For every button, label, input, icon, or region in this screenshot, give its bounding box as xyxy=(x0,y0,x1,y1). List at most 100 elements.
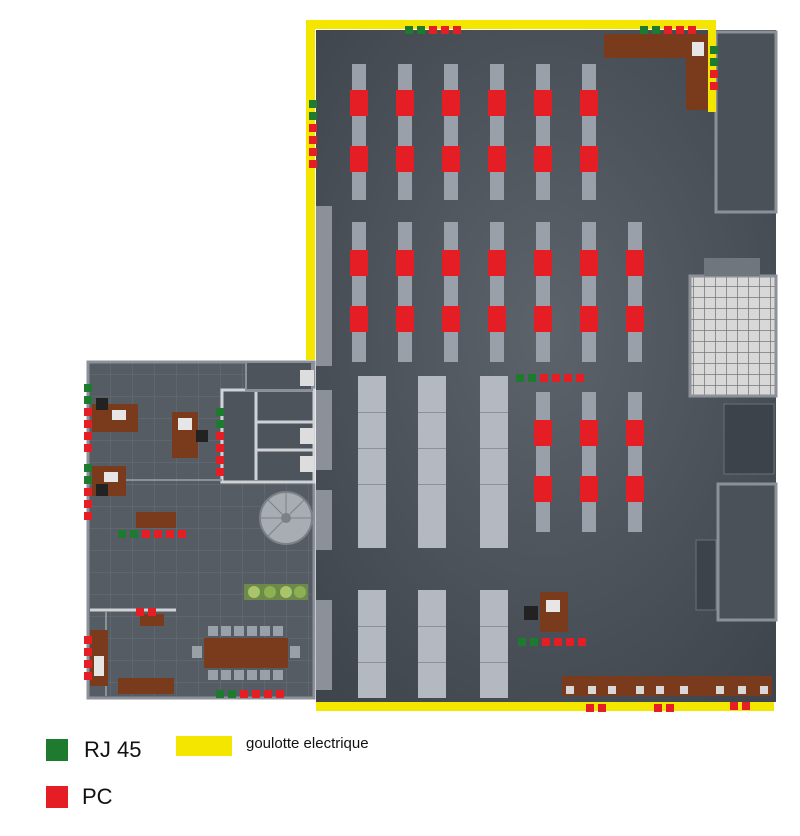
server-rack xyxy=(582,392,596,532)
rj45-marker xyxy=(216,408,224,416)
pc-marker xyxy=(676,26,684,34)
pc-marker xyxy=(84,432,92,440)
rj45-marker xyxy=(228,690,236,698)
pc-marker xyxy=(84,488,92,496)
bottom-desk-chair xyxy=(760,686,768,694)
pc-block xyxy=(350,90,368,116)
rj45-marker xyxy=(130,530,138,538)
pc-block xyxy=(534,250,552,276)
pc-marker xyxy=(84,672,92,680)
pc-marker xyxy=(666,704,674,712)
legend-rj45: RJ 45 xyxy=(46,737,141,763)
chair xyxy=(221,670,231,680)
rj45-marker xyxy=(84,476,92,484)
pc-block xyxy=(396,306,414,332)
pc-marker xyxy=(84,660,92,668)
pc-block xyxy=(626,306,644,332)
pc-marker xyxy=(566,638,574,646)
rj45-label: RJ 45 xyxy=(84,737,142,762)
server-rack xyxy=(398,64,412,200)
pc-block xyxy=(396,146,414,172)
bottom-desk-chair xyxy=(636,686,644,694)
network-markers xyxy=(84,26,750,712)
pc-block xyxy=(534,90,552,116)
chair xyxy=(290,646,300,658)
pc-block xyxy=(580,146,598,172)
bottom-desk-chair xyxy=(656,686,664,694)
pc-marker xyxy=(84,512,92,520)
server-rack xyxy=(628,222,642,362)
goulotte-label: goulotte electrique xyxy=(246,734,369,752)
rj45-marker xyxy=(118,530,126,538)
white-table xyxy=(418,590,446,698)
pc-marker xyxy=(664,26,672,34)
pc-marker xyxy=(216,468,224,476)
bottom-desk-chair xyxy=(716,686,724,694)
pc-marker xyxy=(166,530,174,538)
pc-block xyxy=(534,146,552,172)
bottom-desk-chair xyxy=(608,686,616,694)
chair xyxy=(273,626,283,636)
rj45-marker xyxy=(216,420,224,428)
white-tables xyxy=(358,376,508,698)
pc-block xyxy=(626,250,644,276)
legend-pc: PC xyxy=(46,784,113,810)
pc-marker xyxy=(586,704,594,712)
bottom-desk-chair xyxy=(566,686,574,694)
pc-block xyxy=(396,250,414,276)
server-rack xyxy=(444,64,458,200)
rj45-marker xyxy=(417,26,425,34)
desks xyxy=(90,34,772,696)
pc-block xyxy=(626,476,644,502)
chair xyxy=(247,626,257,636)
pc-marker xyxy=(84,648,92,656)
chair xyxy=(208,626,218,636)
pc-block xyxy=(488,90,506,116)
pc-marker xyxy=(654,704,662,712)
server-rack xyxy=(582,64,596,200)
rj45-swatch xyxy=(46,739,68,761)
bottom-desk-chair xyxy=(588,686,596,694)
rj45-marker xyxy=(309,100,317,108)
bottom-desk-chair xyxy=(680,686,688,694)
toilet-room xyxy=(688,274,778,398)
rj45-marker xyxy=(710,58,718,66)
pc-block xyxy=(534,476,552,502)
rj45-marker xyxy=(710,46,718,54)
pc-marker xyxy=(84,444,92,452)
pc-marker xyxy=(710,70,718,78)
white-table xyxy=(358,376,386,548)
white-table xyxy=(480,376,508,548)
pc-block xyxy=(350,250,368,276)
pc-marker xyxy=(688,26,696,34)
rj45-marker xyxy=(518,638,526,646)
server-rack xyxy=(536,392,550,532)
white-table xyxy=(480,590,508,698)
pc-marker xyxy=(84,408,92,416)
pc-marker xyxy=(598,704,606,712)
pc-marker xyxy=(710,82,718,90)
pc-marker xyxy=(730,702,738,710)
server-rack xyxy=(490,222,504,362)
pc-block xyxy=(626,420,644,446)
pc-block xyxy=(580,476,598,502)
server-rack xyxy=(352,222,366,362)
pc-marker xyxy=(142,530,150,538)
pc-marker xyxy=(742,702,750,710)
chair xyxy=(260,670,270,680)
pc-marker xyxy=(309,136,317,144)
pc-block xyxy=(580,420,598,446)
pc-marker xyxy=(136,608,144,616)
pc-block xyxy=(580,250,598,276)
pc-marker xyxy=(154,530,162,538)
pc-marker xyxy=(309,160,317,168)
pc-marker xyxy=(178,530,186,538)
pc-swatch xyxy=(46,786,68,808)
pc-marker xyxy=(216,456,224,464)
pc-marker xyxy=(554,638,562,646)
server-rack xyxy=(444,222,458,362)
pc-block xyxy=(442,250,460,276)
pc-block xyxy=(534,306,552,332)
pc-block xyxy=(350,306,368,332)
chair xyxy=(247,670,257,680)
